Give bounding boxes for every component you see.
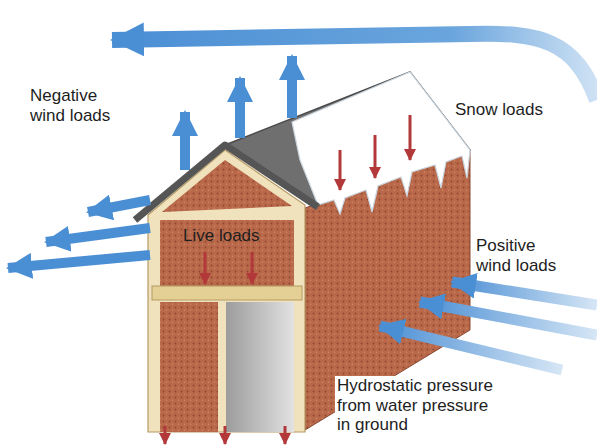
gable-trim <box>135 145 318 220</box>
pressure-arrow <box>420 302 597 335</box>
load-label: Snow loads <box>455 100 543 120</box>
foundation-arrow <box>224 426 227 444</box>
snow-load-arrow <box>374 135 377 178</box>
wind-flow-arrow <box>112 34 597 100</box>
suction-arrow <box>46 228 150 242</box>
live-load-arrow <box>251 252 254 284</box>
pressure-arrow <box>452 282 597 305</box>
snow-cover <box>292 72 470 214</box>
load-label: Live loads <box>183 226 260 246</box>
snow-load-arrow <box>409 115 412 160</box>
lower-left-room <box>160 302 218 432</box>
upper-room <box>160 220 294 286</box>
live-load-arrow <box>204 252 207 284</box>
load-label: Negative wind loads <box>30 86 130 125</box>
suction-arrow <box>8 255 150 268</box>
foundation-arrow <box>284 426 287 444</box>
foundation-arrow <box>164 426 167 444</box>
load-label: Hydrostatic pressure from water pressure… <box>335 376 499 435</box>
uplift-arrow <box>180 112 190 170</box>
uplift-arrow <box>287 56 297 118</box>
lower-right-room <box>226 302 294 432</box>
pressure-arrow <box>380 326 562 370</box>
suction-arrow <box>88 200 150 212</box>
floor-slab <box>152 286 302 300</box>
load-label: Positive wind loads <box>476 236 571 275</box>
uplift-arrow <box>235 78 245 138</box>
snow-load-arrow <box>339 150 342 190</box>
